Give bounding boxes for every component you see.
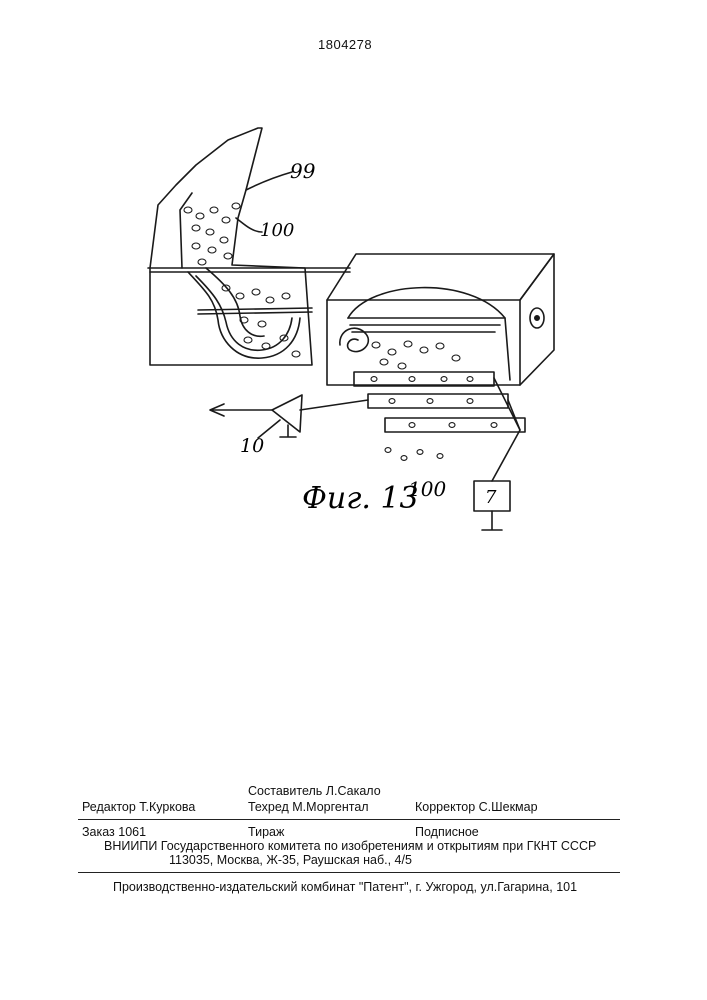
label-99: 99 xyxy=(290,159,316,183)
order-number: Заказ 1061 xyxy=(82,825,146,839)
sensor-lens-center xyxy=(535,316,539,320)
subscription-label: Подписное xyxy=(415,825,479,839)
label-100-top: 100 xyxy=(260,220,294,241)
divider-line xyxy=(78,872,620,873)
hopper-inner-wall xyxy=(180,193,192,268)
divider-line xyxy=(78,819,620,820)
technical-drawing: 99 100 10 100 7 Фиг. 13 xyxy=(0,0,707,600)
rock-mass-outline xyxy=(150,128,312,365)
label-10: 10 xyxy=(240,435,264,457)
sensor-box-top xyxy=(327,254,554,300)
vniipi-line: ВНИИПИ Государственного комитета по изоб… xyxy=(104,839,596,853)
techred-credit: Техред М.Моргентал xyxy=(248,800,369,814)
corrector-credit: Корректор С.Шекмар xyxy=(415,800,538,814)
editor-credit: Редактор Т.Куркова xyxy=(82,800,195,814)
compiler-credit: Составитель Л.Сакало xyxy=(248,784,381,798)
publisher-line: Производственно-издательский комбинат "П… xyxy=(113,880,577,894)
chute-curve-outer xyxy=(206,268,264,336)
circulation-label: Тираж xyxy=(248,825,284,839)
amplifier-triangle xyxy=(272,395,302,432)
block-7-ground xyxy=(482,511,502,530)
wire xyxy=(300,400,368,410)
sensor-dome xyxy=(348,288,510,380)
label-7: 7 xyxy=(485,487,497,508)
wire xyxy=(508,400,520,430)
address-line: 113035, Москва, Ж-35, Раушская наб., 4/5 xyxy=(169,853,412,867)
layer-line xyxy=(198,312,312,314)
figure-caption: Фиг. 13 xyxy=(302,481,419,516)
